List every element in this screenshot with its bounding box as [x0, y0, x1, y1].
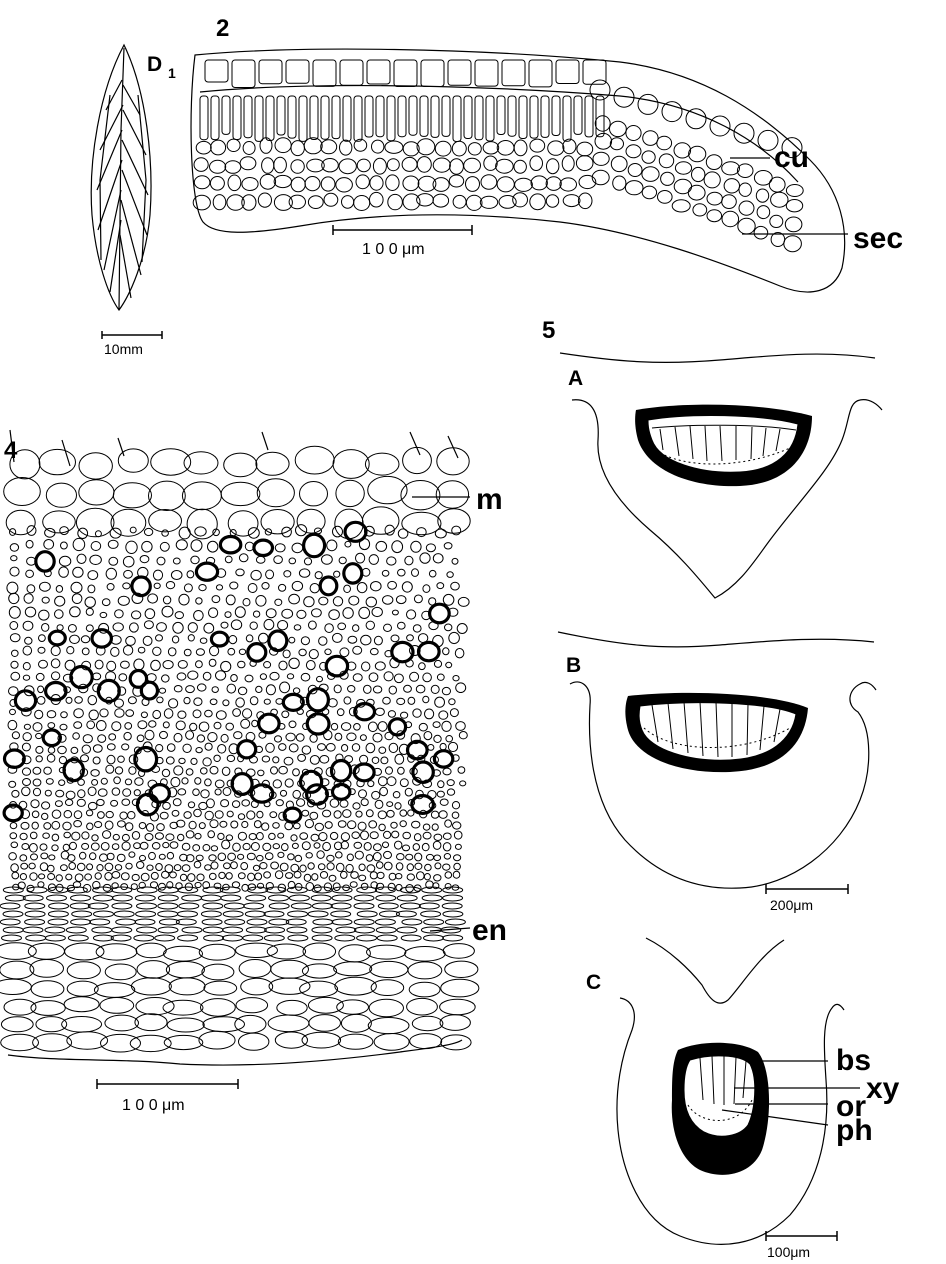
label-sec: sec: [853, 222, 903, 255]
label-ph: ph: [836, 1114, 873, 1147]
leaf-label-subscript: 1: [168, 65, 176, 81]
fig4-scale-text: 1 0 0 μm: [122, 1097, 185, 1114]
figure-5: 5 A B 200μm C: [542, 317, 900, 1260]
panel-A: A: [560, 353, 882, 598]
fig5-ab-scale-text: 200μm: [770, 897, 813, 913]
figure-number-2: 2: [216, 15, 229, 42]
label-cu: cu: [774, 141, 809, 174]
figure-4: 4 m en 1 0 0 μm: [0, 430, 507, 1114]
leaf-scale-text: 10mm: [104, 341, 143, 357]
leaf-label: D: [147, 53, 162, 76]
label-xy: xy: [866, 1072, 900, 1105]
panel-label-B: B: [566, 654, 581, 677]
label-m: m: [476, 483, 503, 516]
panel-label-A: A: [568, 367, 583, 390]
panel-B: B 200μm: [558, 632, 876, 913]
panel-label-C: C: [586, 971, 601, 994]
leaf-drawing: D 1 10mm: [91, 45, 176, 357]
panel-C: C bs xy or ph 100μm: [586, 938, 900, 1260]
section-scale-text: 1 0 0 μm: [362, 241, 425, 258]
label-en: en: [472, 914, 507, 947]
leaf-cross-section: 1 0 0 μm: [191, 49, 845, 292]
figure-number-5: 5: [542, 317, 555, 344]
fig5-c-scale-text: 100μm: [767, 1244, 810, 1260]
figure-2: 2 D 1 10mm 1 0 0 μm cu sec: [91, 15, 903, 357]
